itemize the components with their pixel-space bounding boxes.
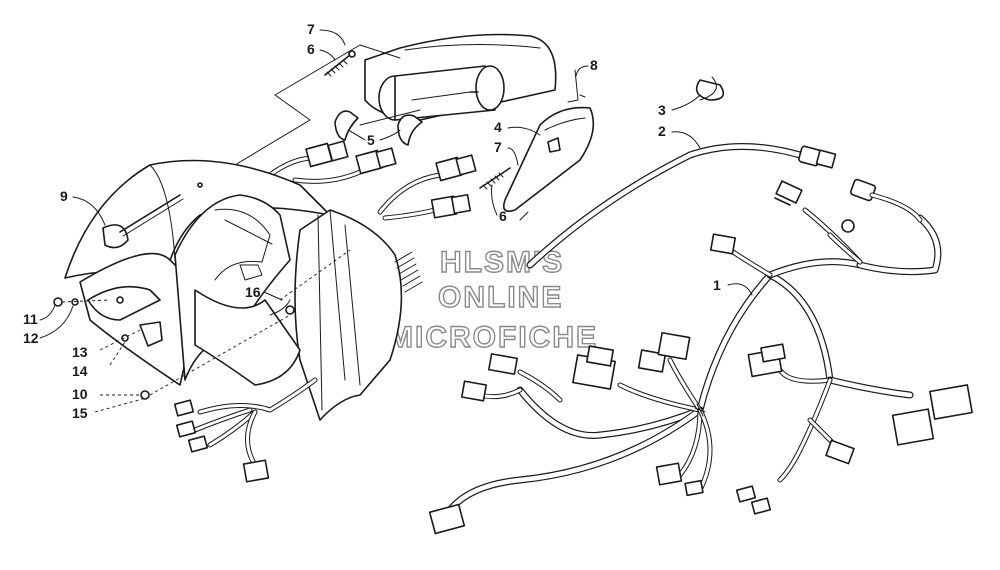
callout-13: 13 (72, 344, 88, 360)
callout-5: 5 (367, 132, 375, 148)
connector-pair-left (267, 140, 397, 184)
connector-pair-right (377, 154, 477, 221)
spring-clip-top (324, 50, 356, 77)
harness-left (173, 377, 318, 483)
watermark: HLSM'S ONLINE MICROFICHE (387, 245, 598, 354)
spring-clip-mid (479, 167, 511, 190)
callout-3: 3 (658, 102, 666, 118)
callout-15: 15 (72, 405, 88, 421)
harness-2 (526, 76, 837, 269)
leader-dashes (61, 249, 351, 413)
hardware-left (53, 182, 203, 400)
callout-2: 2 (658, 123, 666, 139)
hood-fairing (64, 159, 423, 421)
callout-7-top: 7 (307, 21, 315, 37)
callout-6-top: 6 (307, 41, 315, 57)
callout-1: 1 (713, 277, 721, 293)
watermark-line-2: ONLINE (438, 281, 563, 314)
callout-6-mid: 6 (499, 208, 507, 224)
harness-1 (428, 178, 973, 535)
callout-7-mid: 7 (494, 139, 502, 155)
callout-9: 9 (60, 188, 68, 204)
watermark-line-3: MICROFICHE (388, 321, 598, 354)
callout-11: 11 (23, 311, 38, 327)
callout-10: 10 (72, 386, 88, 402)
callouts: 7 6 8 3 2 4 7 5 6 9 16 11 12 13 14 10 15… (23, 21, 753, 421)
callout-4: 4 (494, 119, 502, 135)
callout-16: 16 (245, 284, 261, 300)
headlight-housing (234, 33, 557, 166)
callout-8: 8 (590, 57, 598, 73)
rubber-boots (334, 110, 423, 146)
side-cover (502, 69, 595, 221)
callout-12: 12 (23, 330, 39, 346)
callout-14: 14 (72, 363, 88, 379)
